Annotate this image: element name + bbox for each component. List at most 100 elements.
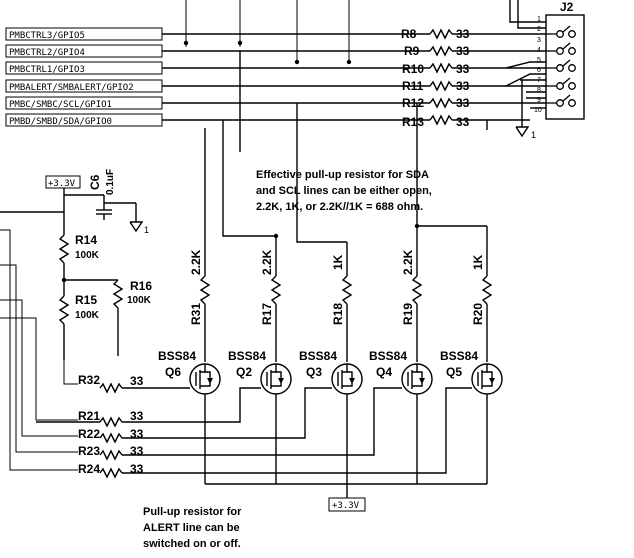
svg-text:3: 3	[537, 37, 541, 44]
svg-text:R21: R21	[78, 409, 100, 423]
svg-text:33: 33	[130, 374, 144, 388]
svg-text:1K: 1K	[331, 254, 345, 270]
svg-text:8: 8	[537, 87, 541, 94]
svg-text:7: 7	[537, 77, 541, 84]
svg-text:BSS84: BSS84	[228, 349, 266, 363]
resistor-r23: R23 33	[78, 387, 402, 461]
svg-text:R20: R20	[471, 303, 485, 325]
net-label-pmbc: PMBC/SMBC/SCL/GPIO1	[5, 96, 163, 110]
svg-text:R9: R9	[404, 44, 420, 58]
net-label-pmbalert: PMBALERT/SMBALERT/GPIO2	[5, 79, 163, 93]
svg-text:33: 33	[456, 115, 470, 129]
resistor-r16: R16 100K	[112, 279, 152, 309]
resistor-r32: R32 33	[78, 373, 190, 394]
svg-text:1: 1	[531, 130, 536, 140]
mosfet-q6: BSS84 Q6	[158, 349, 221, 484]
resistor-r21: R21 33	[36, 387, 261, 428]
svg-text:Effective pull-up resistor for: Effective pull-up resistor for SDA	[256, 169, 429, 181]
svg-text:Pull-up resistor for: Pull-up resistor for	[143, 506, 242, 518]
svg-text:BSS84: BSS84	[158, 349, 196, 363]
resistor-r15: R15 100K	[58, 293, 100, 325]
svg-text:R19: R19	[401, 303, 415, 325]
svg-text:1K: 1K	[471, 254, 485, 270]
svg-text:Q4: Q4	[376, 365, 392, 379]
left-bus	[0, 229, 78, 471]
mosfet-q5: BSS84 Q5	[440, 349, 503, 484]
mosfet-q4: BSS84 Q4	[369, 349, 433, 484]
svg-text:1: 1	[144, 225, 149, 235]
svg-text:J2: J2	[560, 0, 574, 14]
svg-text:5: 5	[537, 57, 541, 64]
net-label-pmbd: PMBD/SMBD/SDA/GPIO0	[5, 113, 163, 127]
svg-text:R17: R17	[260, 303, 274, 325]
svg-text:1: 1	[537, 16, 541, 23]
svg-text:2.2K: 2.2K	[401, 249, 415, 275]
svg-text:Q3: Q3	[306, 365, 322, 379]
svg-text:4: 4	[537, 47, 541, 54]
svg-text:33: 33	[130, 444, 144, 458]
svg-text:2.2K: 2.2K	[189, 249, 203, 275]
net-bus: PMBCTRL3/GPIO5 PMBCTRL2/GPIO4 PMBCTRL1/G…	[5, 0, 430, 127]
net-label-pmbctrl2: PMBCTRL2/GPIO4	[5, 44, 163, 58]
capacitor-c6: 1 C6 0.1uF	[88, 169, 149, 235]
svg-text:R8: R8	[401, 27, 417, 41]
svg-text:PMBCTRL3/GPIO5: PMBCTRL3/GPIO5	[9, 31, 85, 41]
svg-text:R23: R23	[78, 444, 100, 458]
svg-text:100K: 100K	[127, 295, 152, 306]
svg-text:R31: R31	[189, 303, 203, 325]
svg-text:10: 10	[534, 107, 542, 114]
svg-text:33: 33	[456, 62, 470, 76]
svg-text:PMBCTRL2/GPIO4: PMBCTRL2/GPIO4	[9, 48, 85, 58]
connector-wires: 1	[452, 0, 546, 140]
svg-text:and SCL lines can be either op: and SCL lines can be either open,	[256, 185, 432, 197]
svg-text:BSS84: BSS84	[299, 349, 337, 363]
pullup-resistors: 2.2K R31 2.2K R17 1K R18 2.2K R19 1K R20	[189, 51, 493, 362]
svg-text:2.2K, 1K, or 2.2K//1K = 688 oh: 2.2K, 1K, or 2.2K//1K = 688 ohm.	[256, 201, 423, 213]
svg-text:C6: C6	[88, 174, 102, 190]
connector-j2: J2 1 2 3 4 5 6 7 8 9 10	[534, 0, 585, 120]
power-label-bottom: +3.3V	[328, 497, 366, 512]
svg-text:Q5: Q5	[446, 365, 462, 379]
svg-text:100K: 100K	[75, 250, 100, 261]
mosfet-q2: BSS84 Q2	[228, 349, 292, 484]
resistor-r14: R14 100K	[58, 233, 100, 264]
svg-text:switched on or off.: switched on or off.	[143, 538, 241, 550]
svg-text:R11: R11	[402, 79, 424, 93]
svg-text:PMBCTRL1/GPIO3: PMBCTRL1/GPIO3	[9, 65, 85, 75]
svg-text:R12: R12	[402, 96, 424, 110]
svg-text:R24: R24	[78, 462, 100, 476]
note-sda-scl-pullup: Effective pull-up resistor for SDA and S…	[256, 169, 432, 213]
svg-text:R14: R14	[75, 233, 97, 247]
mosfets: BSS84 Q6 BSS84 Q2 BSS84 Q3	[158, 349, 503, 498]
svg-text:Q2: Q2	[236, 365, 252, 379]
svg-text:R32: R32	[78, 373, 100, 387]
power-label-top: +3.3V	[45, 175, 81, 189]
resistor-r22: R22 33	[78, 387, 332, 444]
svg-text:PMBD/SMBD/SDA/GPIO0: PMBD/SMBD/SDA/GPIO0	[9, 117, 112, 127]
svg-text:R22: R22	[78, 427, 100, 441]
resistor-r17: 2.2K R17	[260, 249, 282, 325]
resistor-r13: R13 33	[402, 114, 470, 129]
svg-text:2: 2	[537, 26, 541, 33]
svg-text:0.1uF: 0.1uF	[105, 169, 116, 195]
resistor-r24: R24 33	[78, 387, 472, 479]
svg-text:33: 33	[130, 427, 144, 441]
power-section: +3.3V 1 C6 0.1uF R14 100K R15	[0, 169, 152, 360]
svg-text:+3.3V: +3.3V	[48, 179, 76, 189]
resistor-r31: 2.2K R31	[189, 249, 211, 325]
svg-text:PMBC/SMBC/SCL/GPIO1: PMBC/SMBC/SCL/GPIO1	[9, 100, 112, 110]
note-alert-pullup: Pull-up resistor for ALERT line can be s…	[143, 506, 242, 550]
svg-text:33: 33	[130, 409, 144, 423]
svg-text:R18: R18	[331, 303, 345, 325]
mosfet-q3: BSS84 Q3	[299, 349, 363, 484]
svg-text:Q6: Q6	[165, 365, 181, 379]
svg-text:R13: R13	[402, 115, 424, 129]
svg-text:PMBALERT/SMBALERT/GPIO2: PMBALERT/SMBALERT/GPIO2	[9, 83, 134, 93]
gate-drive: R32 33 R21 33 R22 33 R23 33 R24 33	[36, 373, 472, 479]
svg-text:2.2K: 2.2K	[260, 249, 274, 275]
resistor-r10: R10 33	[402, 62, 470, 76]
resistor-r18: 1K R18	[331, 254, 353, 325]
resistor-r20: 1K R20	[471, 254, 493, 325]
connector-pins: 1 2 3 4 5 6 7 8 9 10	[534, 16, 542, 114]
svg-text:R10: R10	[402, 62, 424, 76]
